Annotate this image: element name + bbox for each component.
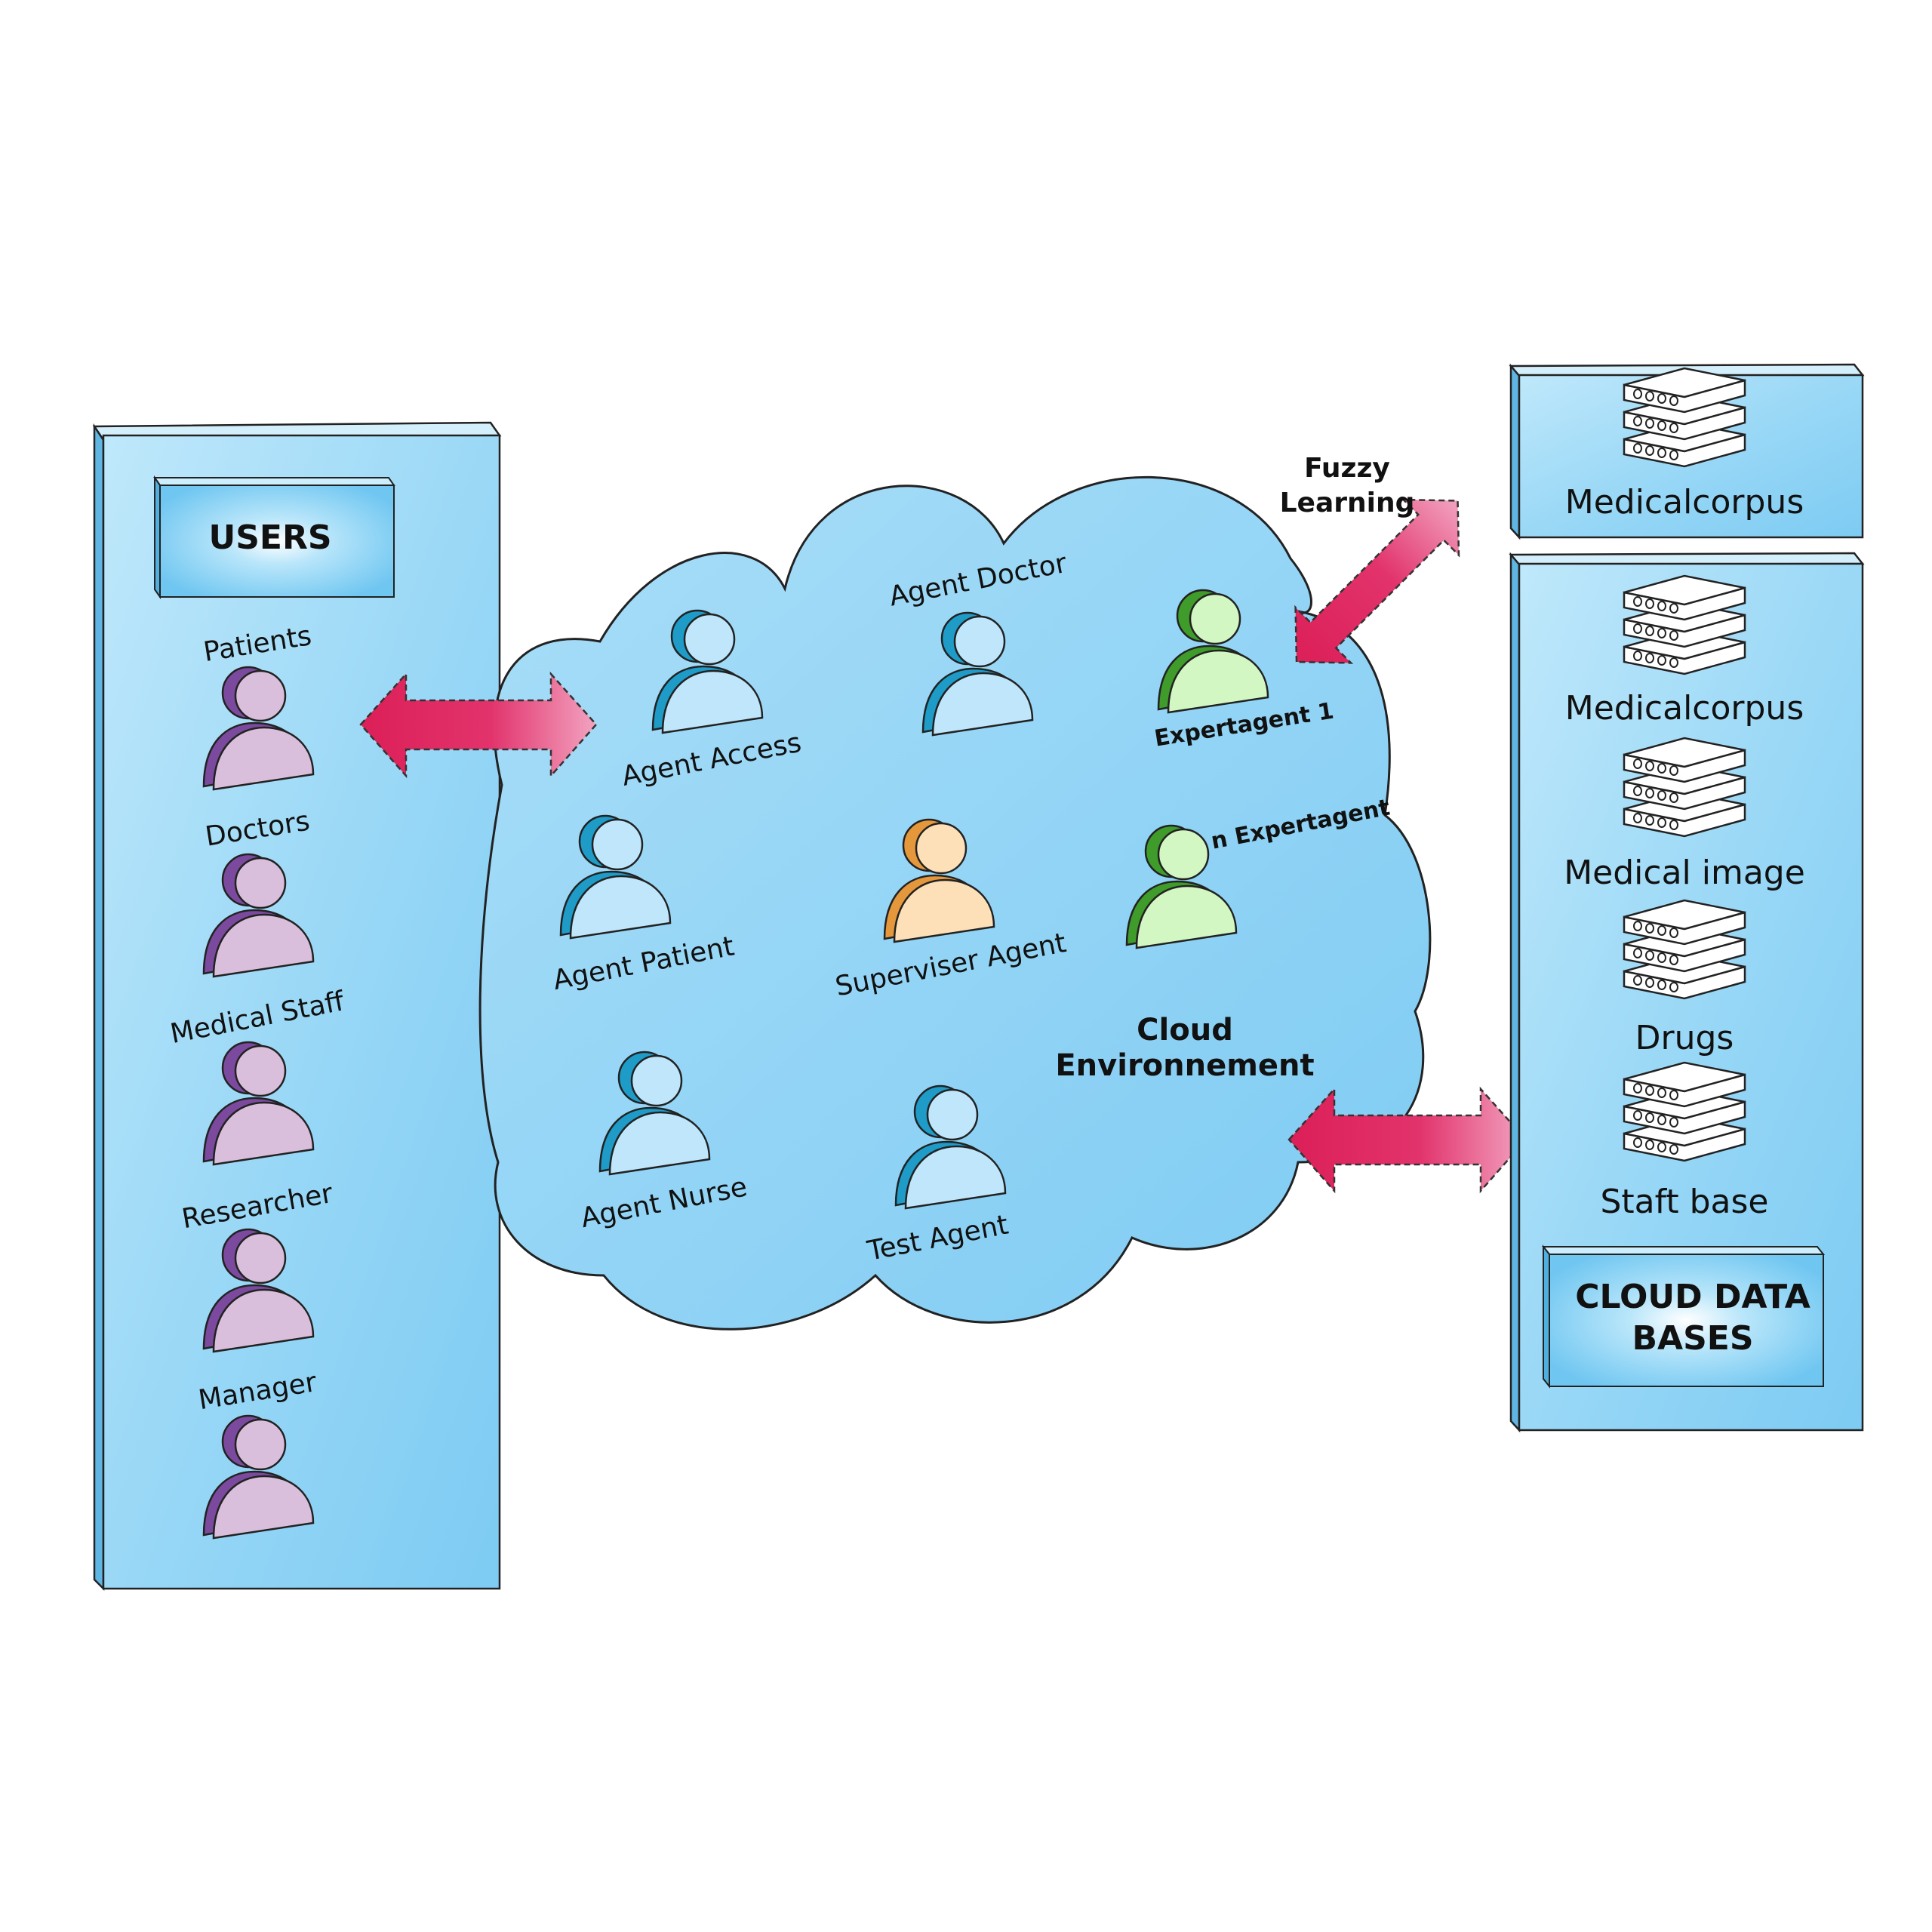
- server-stack-icon: [1623, 367, 1746, 468]
- db-label-medicalcorpus: Medicalcorpus: [1565, 689, 1804, 728]
- person-icon: [202, 853, 315, 978]
- users-panel: [92, 421, 502, 1592]
- users-header: USERS: [208, 518, 331, 557]
- fuzzy-label-line1: Fuzzy: [1304, 453, 1390, 484]
- server-stack-icon: [1623, 899, 1746, 1000]
- top-medicalcorpus-label: Medicalcorpus: [1565, 483, 1804, 521]
- person-icon: [202, 1228, 315, 1353]
- users-header-box: USERS: [153, 475, 395, 600]
- expert-agent-n-icon: [1125, 824, 1238, 949]
- server-stack-icon: [1623, 737, 1746, 838]
- superviser-agent-icon: [883, 818, 995, 943]
- cloud-title-line1: Cloud: [1137, 1013, 1233, 1048]
- fuzzy-label-line2: Learning: [1280, 488, 1415, 518]
- double-arrow-icon: [359, 671, 598, 779]
- users-list: Patients Doctors Medical Staff Researche…: [168, 620, 347, 1540]
- person-icon: [202, 1414, 315, 1540]
- person-icon: [202, 666, 315, 791]
- db-label-medical-image: Medical image: [1564, 854, 1805, 892]
- agent-nurse-icon: [598, 1051, 711, 1176]
- fuzzy-learning-label: Fuzzy Learning: [1280, 453, 1415, 518]
- agent-access-icon: [651, 609, 764, 734]
- db-label-staft-base: Staft base: [1601, 1183, 1769, 1221]
- database-list: Medicalcorpus Medical image: [1564, 574, 1805, 1221]
- server-stack-icon: [1623, 1061, 1746, 1162]
- db-label-drugs: Drugs: [1635, 1019, 1734, 1057]
- agent-patient-icon: [559, 814, 672, 940]
- person-icon: [202, 1041, 315, 1166]
- expert-agent-1-icon: [1157, 589, 1269, 714]
- cloud-data-bases-line2: BASES: [1632, 1319, 1753, 1358]
- test-agent-icon: [894, 1084, 1007, 1210]
- agent-doctor-icon: [921, 611, 1034, 737]
- top-medicalcorpus-panel: Medicalcorpus: [1509, 363, 1865, 540]
- cloud-title-line2: Environnement: [1055, 1048, 1314, 1083]
- cloud-title: Cloud Environnement: [1055, 1013, 1314, 1083]
- double-arrow-icon: [1294, 498, 1460, 664]
- cloud-data-bases-line1: CLOUD DATA: [1575, 1278, 1810, 1316]
- server-stack-icon: [1623, 574, 1746, 675]
- cloud-data-bases-box: CLOUD DATA BASES: [1541, 1244, 1826, 1389]
